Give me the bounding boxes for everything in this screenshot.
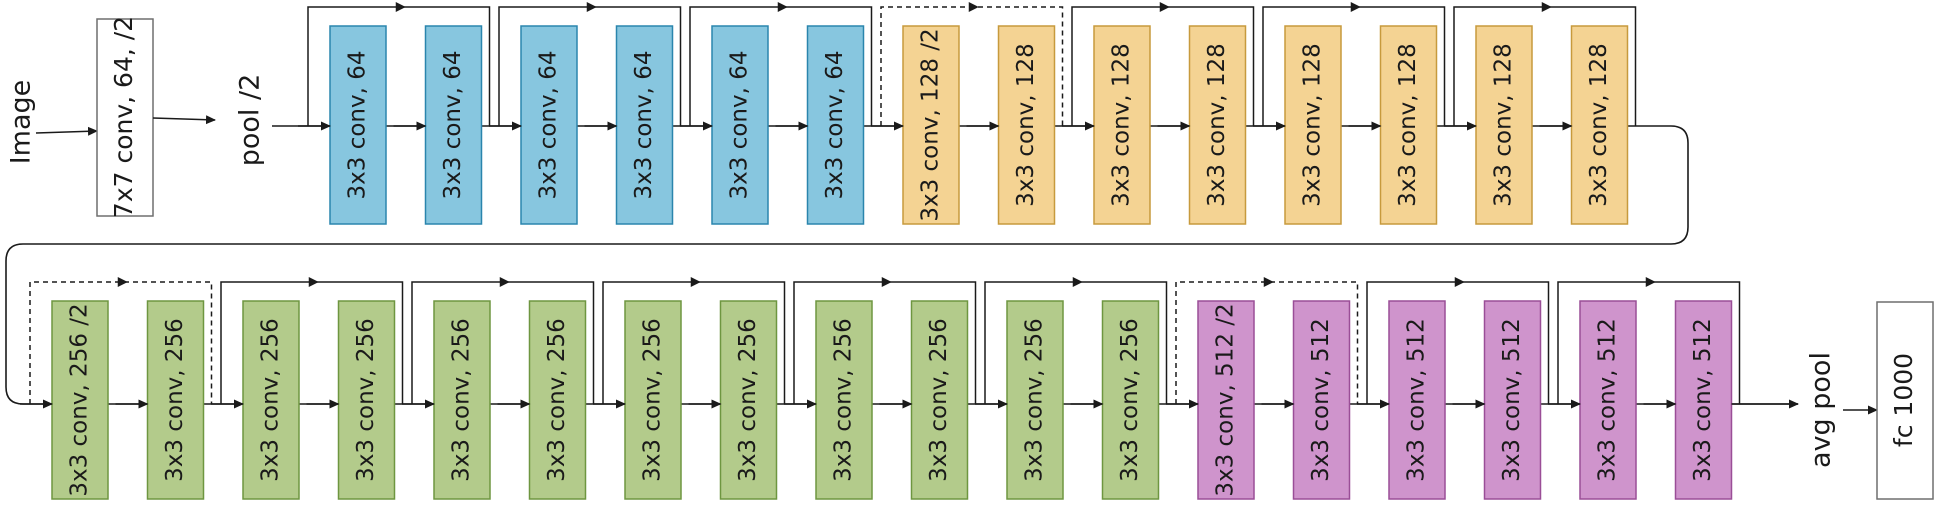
conv-layer-label: 3x3 conv, 256 /2 bbox=[67, 303, 93, 496]
conv-layer-box bbox=[520, 25, 578, 225]
shortcut-arrowhead bbox=[1645, 277, 1656, 287]
conv-layer-label: 3x3 conv, 128 bbox=[1109, 43, 1135, 207]
conv-layer-box bbox=[1388, 300, 1446, 500]
conv-layer-box bbox=[433, 300, 491, 500]
conv-layer-label: 3x3 conv, 256 bbox=[449, 318, 475, 482]
conv-layer-label: 3x3 conv, 128 bbox=[1395, 43, 1421, 207]
conv-layer-label: 3x3 conv, 512 /2 bbox=[1213, 303, 1239, 496]
conv-layer-label: 3x3 conv, 128 /2 bbox=[918, 28, 944, 221]
conv-layer-label: 3x3 conv, 128 bbox=[1204, 43, 1230, 207]
conv-layer-box bbox=[242, 300, 300, 500]
shortcut-arrowhead bbox=[1159, 2, 1170, 12]
conv-layer-label: 3x3 conv, 64 bbox=[440, 51, 466, 200]
conv-layer-label: 3x3 conv, 256 bbox=[640, 318, 666, 482]
image-label: Image bbox=[6, 80, 37, 165]
shortcut-arrowhead bbox=[1263, 277, 1274, 287]
conv-layer-box bbox=[424, 25, 483, 225]
shortcut-arrowhead bbox=[881, 277, 892, 287]
conv-layer-label: 3x3 conv, 256 bbox=[926, 318, 952, 482]
conv-layer-label: 3x3 conv, 128 bbox=[1013, 43, 1039, 207]
fc-label: fc 1000 bbox=[1889, 353, 1918, 447]
conv-layer-label: 3x3 conv, 512 bbox=[1404, 318, 1430, 482]
conv-layer-box bbox=[1475, 25, 1533, 225]
conv-layer-box bbox=[329, 25, 387, 225]
shortcut-arrowhead bbox=[395, 2, 406, 12]
conv-layer-label: 3x3 conv, 256 bbox=[353, 318, 379, 482]
conv-layer-label: 3x3 conv, 512 bbox=[1595, 318, 1621, 482]
conv-layer-label: 3x3 conv, 256 bbox=[162, 318, 188, 482]
conv-layer-label: 3x3 conv, 256 bbox=[831, 318, 857, 482]
conv-layer-box bbox=[624, 300, 682, 500]
conv-layer-box bbox=[815, 300, 873, 500]
conv-layer-label: 3x3 conv, 64 bbox=[345, 51, 371, 200]
conv-layer-label: 3x3 conv, 64 bbox=[822, 51, 848, 200]
shortcut-arrowhead bbox=[968, 2, 979, 12]
conv-layer-label: 3x3 conv, 128 bbox=[1586, 43, 1612, 207]
shortcut-arrowhead bbox=[117, 277, 128, 287]
shortcut-arrowhead bbox=[499, 277, 510, 287]
shortcut-arrowhead bbox=[690, 277, 701, 287]
conv7-label: 7x7 conv, 64, /2 bbox=[109, 16, 138, 218]
conv-layer-label: 3x3 conv, 128 bbox=[1491, 43, 1517, 207]
conv-layer-label: 3x3 conv, 64 bbox=[631, 51, 657, 200]
conv-layer-label: 3x3 conv, 64 bbox=[536, 51, 562, 200]
pool-label: pool /2 bbox=[235, 74, 266, 167]
shortcut-arrowhead bbox=[586, 2, 597, 12]
conv-layer-label: 3x3 conv, 128 bbox=[1300, 43, 1326, 207]
conv-layer-box bbox=[1101, 300, 1160, 500]
conv-layer-label: 3x3 conv, 512 bbox=[1499, 318, 1525, 482]
conv-layer-box bbox=[51, 300, 109, 500]
conv-layer-box bbox=[910, 300, 969, 500]
conv-layer-box bbox=[1674, 300, 1733, 500]
shortcut-arrowhead bbox=[1454, 277, 1465, 287]
shortcut-arrowhead bbox=[1541, 2, 1552, 12]
main-flow-line bbox=[5, 125, 1798, 405]
conv-layer-label: 3x3 conv, 256 bbox=[1117, 318, 1143, 482]
conv-layer-group: 3x3 conv, 64 3x3 conv, 64 3x3 conv, 64 3x3 … bbox=[20, 25, 1799, 500]
shortcut-arrowhead bbox=[308, 277, 319, 287]
conv-layer-label: 3x3 conv, 256 bbox=[544, 318, 570, 482]
conv-layer-label: 3x3 conv, 256 bbox=[735, 318, 761, 482]
conv-layer-box bbox=[1197, 300, 1255, 500]
conv-layer-box bbox=[1483, 300, 1542, 500]
conv7-to-pool-arrow bbox=[152, 115, 216, 125]
shortcut-arrowhead bbox=[1350, 2, 1361, 12]
conv-layer-box bbox=[1292, 300, 1351, 500]
shortcut-arrowhead bbox=[777, 2, 788, 12]
conv-layer-label: 3x3 conv, 512 bbox=[1690, 318, 1716, 482]
fc-box bbox=[1876, 301, 1934, 500]
projection-shortcut-line bbox=[1175, 281, 1359, 404]
conv-layer-box bbox=[1188, 25, 1247, 225]
projection-shortcut-line bbox=[29, 281, 213, 404]
conv-layer-label: 3x3 conv, 256 bbox=[258, 318, 284, 482]
conv-layer-box bbox=[711, 25, 769, 225]
shortcut-arrowhead bbox=[1072, 277, 1083, 287]
shortcut-connection-group bbox=[29, 2, 1741, 404]
conv-layer-box bbox=[337, 300, 396, 500]
conv-layer-box bbox=[719, 300, 778, 500]
conv-layer-label: 3x3 conv, 512 bbox=[1308, 318, 1334, 482]
conv-layer-label: 3x3 conv, 256 bbox=[1022, 318, 1048, 482]
image-to-conv7-arrow bbox=[35, 126, 98, 136]
conv-layer-box bbox=[528, 300, 587, 500]
conv-layer-box bbox=[902, 25, 960, 225]
conv7-box bbox=[96, 18, 154, 217]
conv-layer-label: 3x3 conv, 64 bbox=[727, 51, 753, 200]
conv-layer-box bbox=[1284, 25, 1342, 225]
conv-layer-box bbox=[1093, 25, 1151, 225]
avg-pool-label: avg pool bbox=[1806, 352, 1837, 468]
conv-layer-box bbox=[146, 300, 205, 500]
